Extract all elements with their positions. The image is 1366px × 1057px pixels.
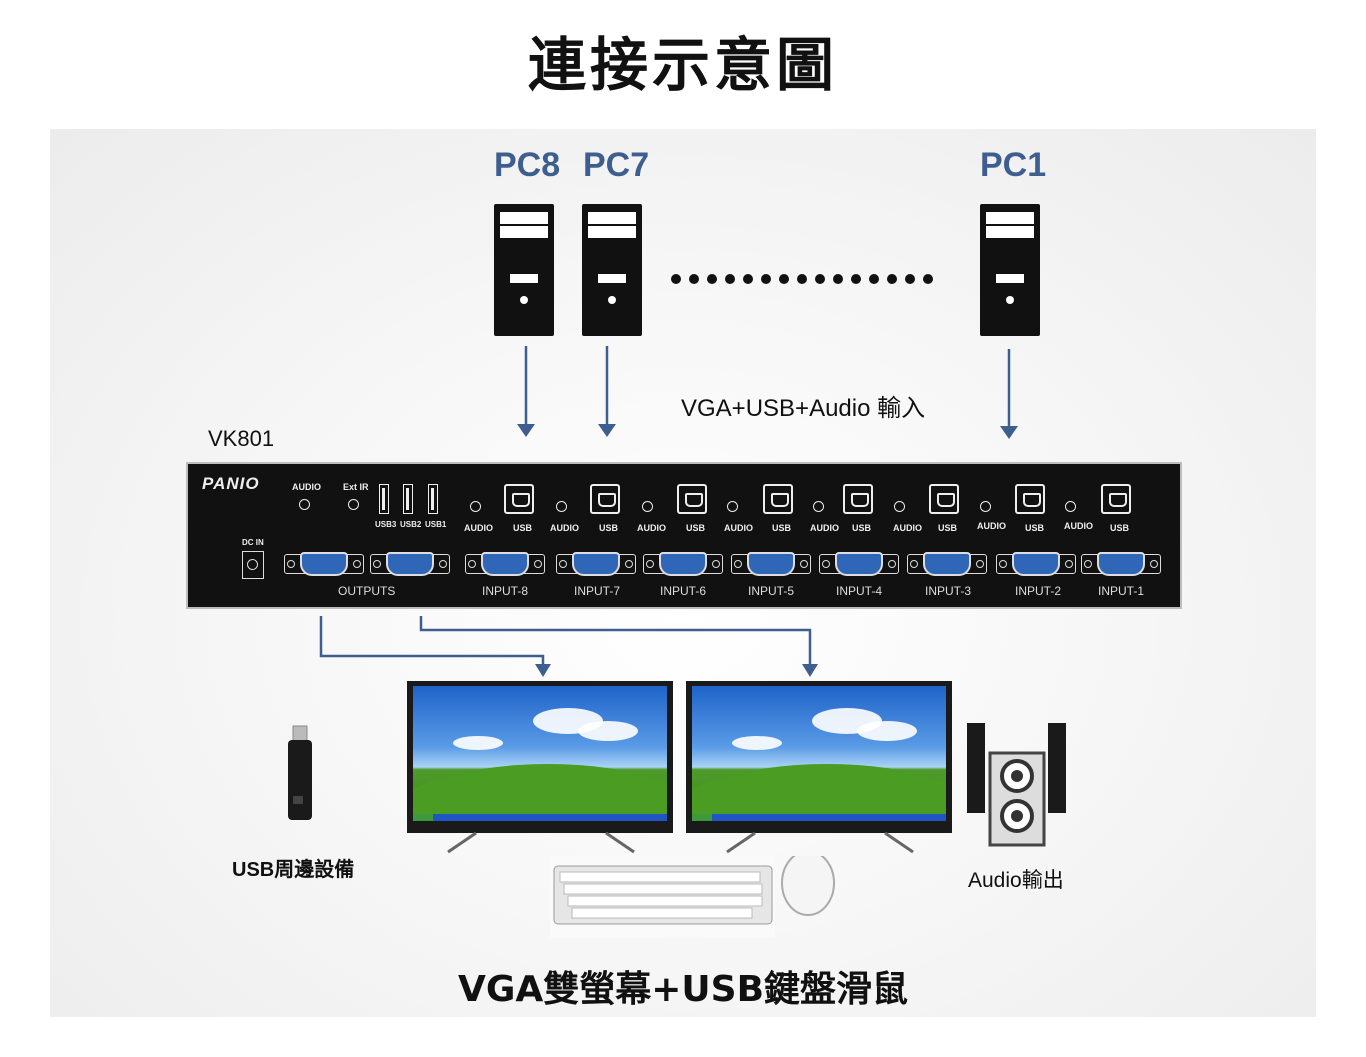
input1-usb-label: USB bbox=[1110, 523, 1130, 533]
monitor-1 bbox=[407, 681, 673, 833]
input3-audio-jack-icon bbox=[894, 501, 905, 512]
speaker-icon bbox=[967, 723, 1066, 847]
input6-usb-label: USB bbox=[686, 523, 706, 533]
input3-usb-label: USB bbox=[938, 523, 958, 533]
input8-vga-port-icon bbox=[465, 552, 545, 576]
input2-usb-label: USB bbox=[1025, 523, 1045, 533]
input1-usb-b-icon bbox=[1101, 484, 1131, 514]
input3-usb-b-icon bbox=[929, 484, 959, 514]
model-label: VK801 bbox=[208, 426, 275, 451]
pc8-tower-icon bbox=[494, 204, 554, 336]
input2-audio-label: AUDIO bbox=[977, 521, 1006, 531]
keyboard-mouse-icon bbox=[550, 856, 835, 938]
usb1-port-icon bbox=[428, 484, 438, 514]
pc7-label: PC7 bbox=[583, 146, 650, 184]
audio-output-label: Audio輸出 bbox=[968, 869, 1064, 892]
input8-audio-label: AUDIO bbox=[464, 523, 493, 533]
pc8-label: PC8 bbox=[494, 146, 561, 184]
kvm-device-rear-panel: PANIO AUDIO Ext IR USB3 USB2 USB1 DC IN … bbox=[186, 462, 1182, 609]
pc7-tower-icon bbox=[582, 204, 642, 336]
input7-audio-label: AUDIO bbox=[550, 523, 579, 533]
pc1-label: PC1 bbox=[980, 146, 1047, 184]
output1-vga-port-icon bbox=[284, 552, 364, 576]
input4-usb-label: USB bbox=[852, 523, 872, 533]
pc1-tower-icon bbox=[980, 204, 1040, 336]
usb2-port-icon bbox=[403, 484, 413, 514]
input4-usb-b-icon bbox=[843, 484, 873, 514]
pc7-arrowhead bbox=[598, 424, 616, 437]
input8-label: INPUT-8 bbox=[482, 584, 529, 598]
input4-audio-label: AUDIO bbox=[810, 523, 839, 533]
input2-audio-jack-icon bbox=[980, 501, 991, 512]
input5-vga-port-icon bbox=[731, 552, 811, 576]
outputs-label: OUTPUTS bbox=[338, 584, 396, 598]
input7-usb-b-icon bbox=[590, 484, 620, 514]
brand-logo: PANIO bbox=[202, 474, 260, 493]
input1-label: INPUT-1 bbox=[1098, 584, 1145, 598]
input4-audio-jack-icon bbox=[813, 501, 824, 512]
input7-usb-label: USB bbox=[599, 523, 619, 533]
input6-usb-b-icon bbox=[677, 484, 707, 514]
input8-audio-jack-icon bbox=[470, 501, 481, 512]
ext-ir-jack-icon bbox=[348, 499, 359, 510]
input3-label: INPUT-3 bbox=[925, 584, 972, 598]
input2-label: INPUT-2 bbox=[1015, 584, 1062, 598]
pc1-arrowhead bbox=[1000, 426, 1018, 439]
usb2-label: USB2 bbox=[400, 520, 422, 529]
input5-label: INPUT-5 bbox=[748, 584, 795, 598]
input-label: VGA+USB+Audio 輸入 bbox=[681, 395, 926, 422]
input2-vga-port-icon bbox=[996, 552, 1076, 576]
input6-audio-jack-icon bbox=[642, 501, 653, 512]
ext-ir-label: Ext IR bbox=[343, 482, 369, 492]
input1-audio-jack-icon bbox=[1065, 501, 1076, 512]
usb3-label: USB3 bbox=[375, 520, 397, 529]
usb3-port-icon bbox=[379, 484, 389, 514]
dc-in-port-icon bbox=[242, 551, 264, 579]
input8-usb-label: USB bbox=[513, 523, 533, 533]
input5-usb-label: USB bbox=[772, 523, 792, 533]
output1-line bbox=[319, 616, 545, 664]
output2-line bbox=[419, 616, 812, 664]
input1-vga-port-icon bbox=[1081, 552, 1161, 576]
bottom-caption: VGA雙螢幕+USB鍵盤滑鼠 bbox=[457, 969, 909, 1010]
pc8-arrowhead bbox=[517, 424, 535, 437]
input5-audio-jack-icon bbox=[727, 501, 738, 512]
ellipsis-dots bbox=[671, 274, 933, 284]
usb-flash-drive-icon bbox=[288, 725, 312, 820]
input3-vga-port-icon bbox=[907, 552, 987, 576]
input2-usb-b-icon bbox=[1015, 484, 1045, 514]
usb1-label: USB1 bbox=[425, 520, 447, 529]
usb-peripheral-label: USB周邊設備 bbox=[232, 859, 355, 881]
input1-audio-label: AUDIO bbox=[1064, 521, 1093, 531]
input6-audio-label: AUDIO bbox=[637, 523, 666, 533]
input8-usb-b-icon bbox=[504, 484, 534, 514]
input5-usb-b-icon bbox=[763, 484, 793, 514]
input7-vga-port-icon bbox=[556, 552, 636, 576]
input3-audio-label: AUDIO bbox=[893, 523, 922, 533]
input7-label: INPUT-7 bbox=[574, 584, 621, 598]
output1-arrowhead bbox=[535, 664, 551, 677]
input5-audio-label: AUDIO bbox=[724, 523, 753, 533]
monitor-2 bbox=[686, 681, 952, 833]
input4-label: INPUT-4 bbox=[836, 584, 883, 598]
output2-vga-port-icon bbox=[370, 552, 450, 576]
input6-vga-port-icon bbox=[643, 552, 723, 576]
dc-in-label: DC IN bbox=[242, 538, 264, 547]
output2-arrowhead bbox=[802, 664, 818, 677]
audio-jack-icon bbox=[299, 499, 310, 510]
input7-audio-jack-icon bbox=[556, 501, 567, 512]
page-title: 連接示意圖 bbox=[527, 31, 838, 99]
input6-label: INPUT-6 bbox=[660, 584, 707, 598]
input4-vga-port-icon bbox=[819, 552, 899, 576]
audio-jack-label: AUDIO bbox=[292, 482, 321, 492]
